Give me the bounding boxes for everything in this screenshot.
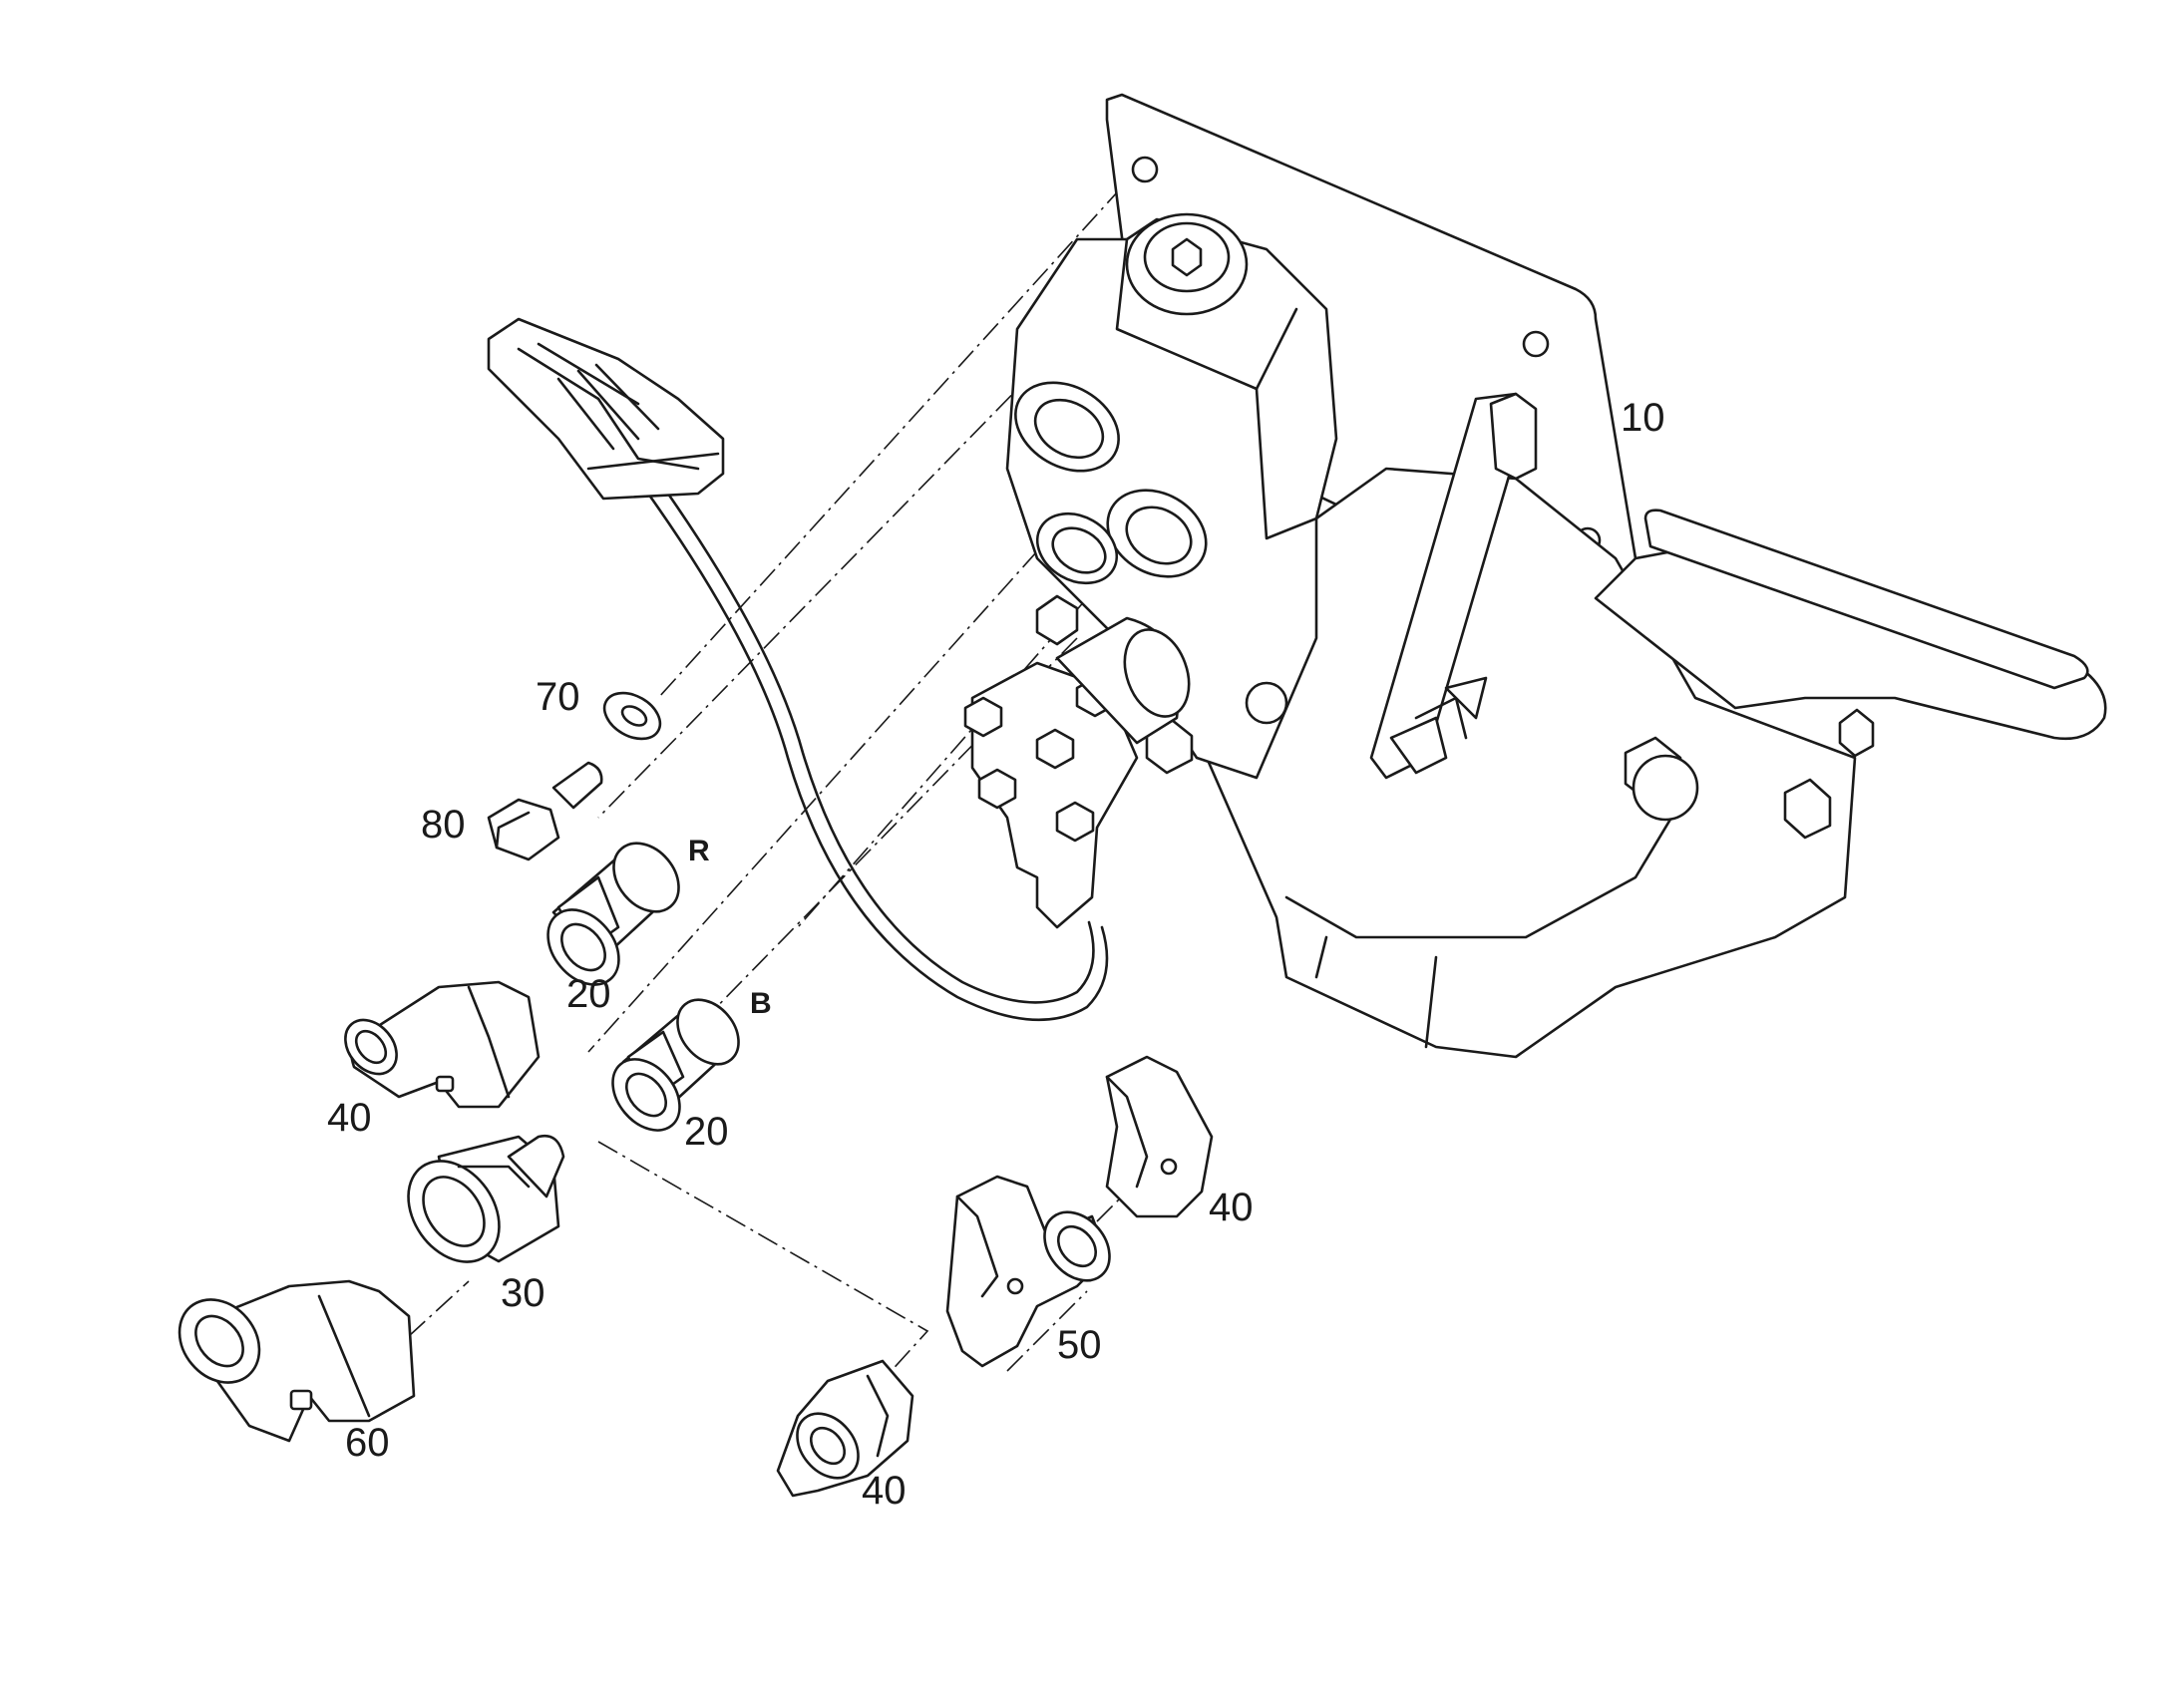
valve-port-right <box>1106 489 1208 578</box>
mounting-hole <box>1131 156 1159 183</box>
callout-10: 10 <box>1621 396 1665 440</box>
valve-port-lower <box>1035 512 1119 585</box>
elbow-fitting-40a <box>344 980 541 1109</box>
hex-bolt-80 <box>487 761 603 861</box>
elbow-fitting-40c <box>776 1359 914 1498</box>
port-label-r: R <box>688 835 710 867</box>
pedal-body <box>1175 467 1857 1059</box>
callout-50: 50 <box>1057 1323 1102 1367</box>
valve-pedal-assembly <box>963 93 2107 1059</box>
elbow-fitting-40b <box>1105 1055 1214 1218</box>
hex-bolt <box>1783 778 1832 840</box>
tee-fitting-50 <box>945 1175 1111 1368</box>
callout-40-bottom: 40 <box>862 1469 907 1513</box>
washer <box>602 691 662 741</box>
callout-60: 60 <box>345 1421 390 1465</box>
hex-bolt <box>1838 708 1875 758</box>
callout-80: 80 <box>421 803 466 847</box>
elbow-fitting-60 <box>178 1279 416 1443</box>
callout-40-upper: 40 <box>327 1096 372 1140</box>
callout-30: 30 <box>501 1271 545 1315</box>
callout-70: 70 <box>536 675 580 719</box>
hex-socket <box>1171 237 1203 277</box>
callout-40-right: 40 <box>1209 1186 1254 1229</box>
callout-20-r: 20 <box>566 972 611 1016</box>
hex-bolt <box>1035 594 1079 646</box>
adapter-30 <box>407 1134 565 1263</box>
mounting-hole <box>1522 330 1550 358</box>
fitting-r <box>546 842 680 986</box>
port-label-b: B <box>750 987 772 1020</box>
valve-port-upper <box>1014 381 1120 473</box>
fitting-b <box>611 998 740 1132</box>
callout-20-b: 20 <box>684 1110 729 1154</box>
pedal-pad <box>1643 509 2089 690</box>
wiring-harness <box>487 317 1109 1022</box>
